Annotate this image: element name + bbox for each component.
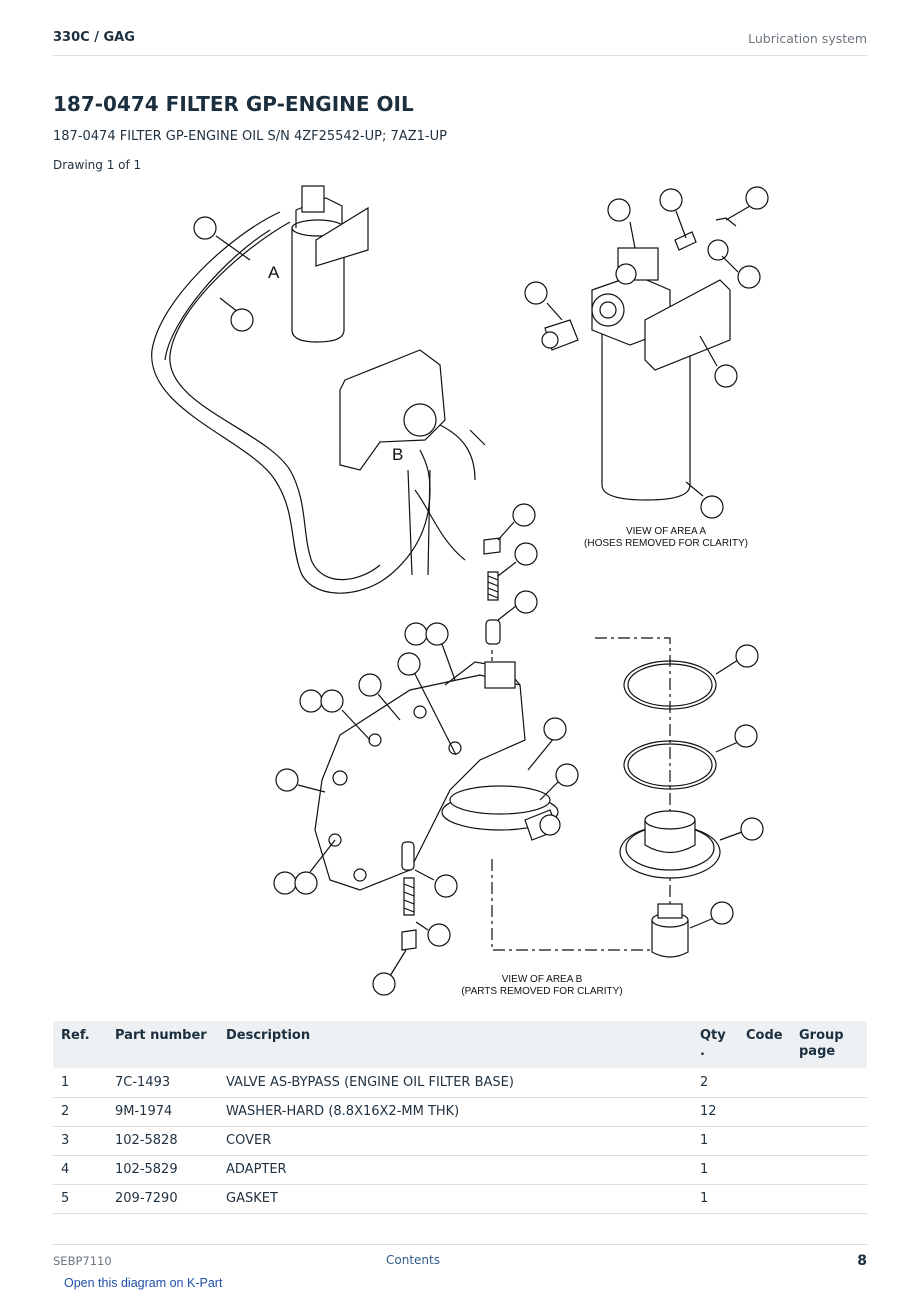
view-a-caption-2: (HOSES REMOVED FOR CLARITY) [584,538,748,549]
col-group-page: Group page [791,1021,867,1068]
cell-part-number: 7C-1493 [107,1068,218,1098]
callouts [193,186,769,996]
model-label: 330C / GAG [53,30,135,45]
cell-code [738,1097,791,1127]
cell-group-page [791,1155,867,1185]
table-row: 2 9M-1974 WASHER-HARD (8.8X16X2-MM THK) … [53,1097,867,1127]
cell-qty: 1 [692,1184,738,1214]
col-code: Code [738,1021,791,1068]
cell-part-number: 102-5829 [107,1155,218,1185]
parts-diagram: A B VIEW OF AREA A (HOSES REMOVED FOR CL… [130,180,790,1000]
page-title: 187-0474 FILTER GP-ENGINE OIL [53,92,414,116]
cell-description: VALVE AS-BYPASS (ENGINE OIL FILTER BASE) [218,1068,692,1098]
open-kpart-link[interactable]: Open this diagram on K-Part [64,1276,223,1290]
cell-code [738,1068,791,1098]
filter-base-assembly [314,661,561,951]
cell-group-page [791,1126,867,1156]
cell-part-number: 102-5828 [107,1126,218,1156]
cell-part-number: 9M-1974 [107,1097,218,1127]
cell-code [738,1155,791,1185]
cell-qty: 1 [692,1155,738,1185]
cell-qty: 12 [692,1097,738,1127]
cell-code [738,1184,791,1214]
cell-description: WASHER-HARD (8.8X16X2-MM THK) [218,1097,692,1127]
table-row: 3 102-5828 COVER 1 [53,1126,867,1156]
cell-qty: 2 [692,1068,738,1098]
view-b-parts [619,660,721,958]
diagram-label-b: B [392,445,403,464]
view-a-filter [541,217,737,501]
col-description: Description [218,1021,692,1068]
page-subtitle: 187-0474 FILTER GP-ENGINE OIL S/N 4ZF255… [53,129,447,144]
page-header: 330C / GAG Lubrication system [53,28,867,56]
col-ref: Ref. [53,1021,107,1068]
cell-ref: 3 [53,1126,107,1156]
cell-code [738,1126,791,1156]
view-a-caption-1: VIEW OF AREA A [626,526,706,537]
page-number: 8 [857,1253,867,1269]
cell-description: GASKET [218,1184,692,1214]
cell-ref: 2 [53,1097,107,1127]
table-row: 4 102-5829 ADAPTER 1 [53,1155,867,1185]
table-row: 5 209-7290 GASKET 1 [53,1184,867,1214]
col-qty: Qty . [692,1021,738,1068]
drawing-count: Drawing 1 of 1 [53,158,142,172]
col-part-number: Part number [107,1021,218,1068]
contents-link[interactable]: Contents [386,1253,440,1267]
bypass-valve-parts [483,537,501,668]
diagram-label-a: A [268,263,280,282]
cell-qty: 1 [692,1126,738,1156]
page-footer: SEBP7110 Contents 8 [53,1244,867,1274]
cell-group-page [791,1068,867,1098]
parts-table: Ref. Part number Description Qty . Code … [53,1021,867,1214]
cell-ref: 5 [53,1184,107,1214]
cell-description: COVER [218,1126,692,1156]
cell-ref: 1 [53,1068,107,1098]
section-label: Lubrication system [748,31,867,46]
document-id: SEBP7110 [53,1254,112,1268]
cell-group-page [791,1097,867,1127]
cell-group-page [791,1184,867,1214]
cell-description: ADAPTER [218,1155,692,1185]
cell-part-number: 209-7290 [107,1184,218,1214]
view-b-caption-1: VIEW OF AREA B [502,974,583,985]
table-header-row: Ref. Part number Description Qty . Code … [53,1021,867,1068]
filter-assembly-overview: A B [151,185,486,594]
cell-ref: 4 [53,1155,107,1185]
table-row: 1 7C-1493 VALVE AS-BYPASS (ENGINE OIL FI… [53,1068,867,1098]
view-b-caption-2: (PARTS REMOVED FOR CLARITY) [461,986,622,997]
